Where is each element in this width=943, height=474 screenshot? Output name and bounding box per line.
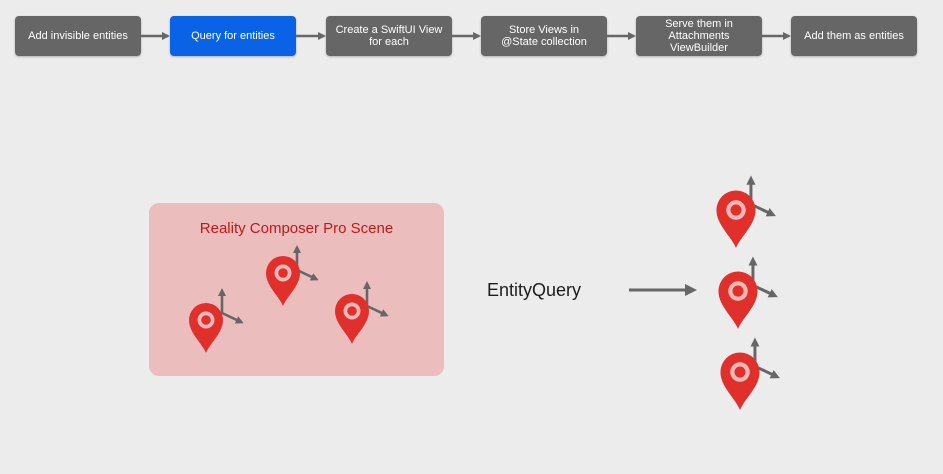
queried-entity-1 [716,179,772,248]
location-pin-icon [335,294,369,344]
scene-entity-3 [335,284,386,344]
location-pin-icon [718,271,758,329]
scene-entity-1 [189,291,241,353]
scene-entity-2 [266,248,316,306]
queried-entity-3 [720,341,776,410]
step-query-for-entities: Query for entities [170,16,296,56]
location-pin-icon [266,256,300,306]
queried-entity-2 [718,260,774,329]
step-serve-attachments: Serve them in Attachments ViewBuilder [636,16,762,56]
scene-title: Reality Composer Pro Scene [199,220,394,237]
step-store-views: Store Views in @State collection [481,16,607,56]
entity-query-label: EntityQuery [487,280,582,300]
location-pin-icon [720,352,760,410]
step-add-invisible-entities: Add invisible entities [15,16,141,56]
reality-composer-scene-box: Reality Composer Pro Scene [149,203,444,376]
step-add-as-entities: Add them as entities [791,16,917,56]
location-pin-icon [716,190,756,248]
step-create-swiftui-view: Create a SwiftUI View for each [326,16,452,56]
location-pin-icon [189,303,223,353]
